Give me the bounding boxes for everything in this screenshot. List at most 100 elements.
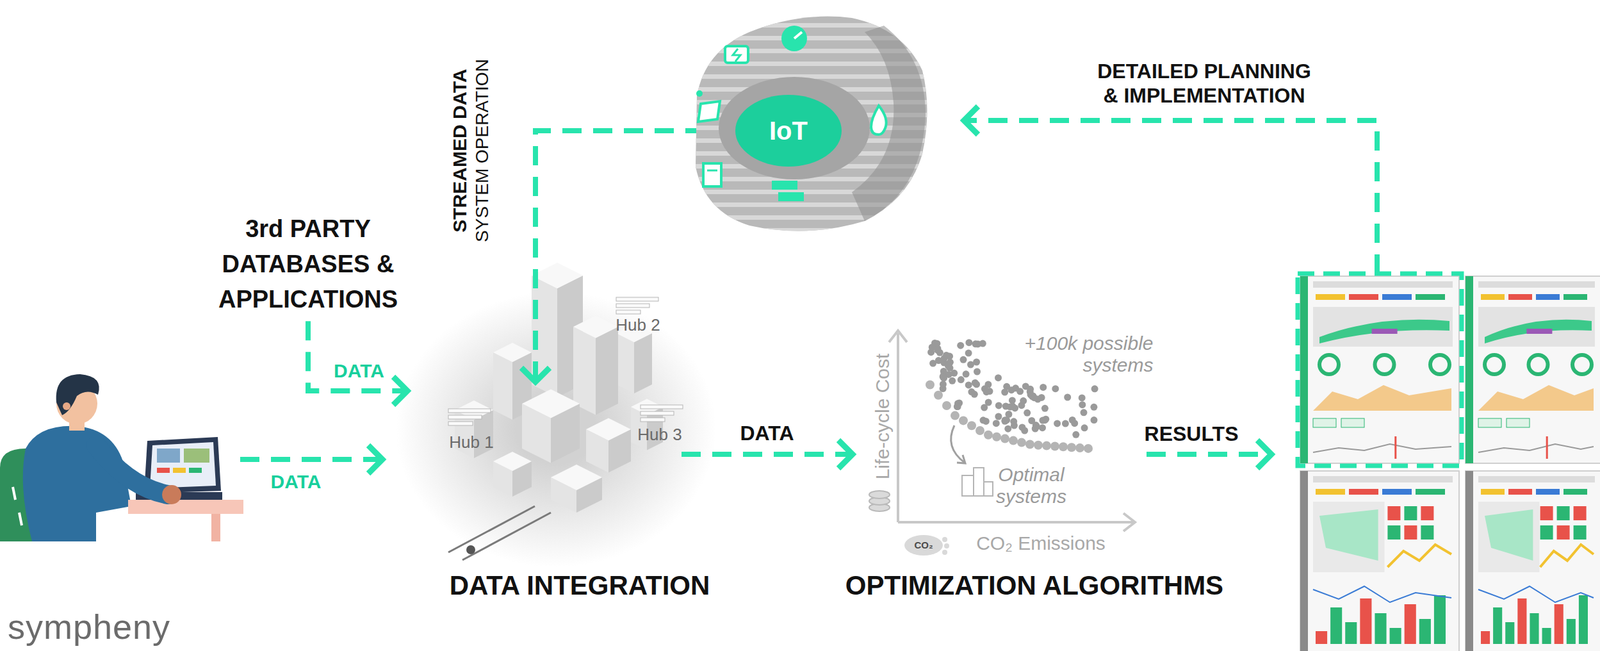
hub-panel (640, 404, 683, 409)
dashboard-panel (1465, 276, 1600, 464)
pareto-chart (889, 330, 907, 343)
optimal-dot (967, 420, 977, 430)
hub-panel (640, 417, 665, 422)
solution-dot (965, 349, 973, 357)
pareto-chart (904, 534, 943, 556)
solution-dot (927, 348, 935, 356)
dashboard-bar-chart (1315, 630, 1328, 644)
dashboard-header (1478, 281, 1595, 288)
dashboard-line-chart (1546, 436, 1549, 459)
solution-dot (1001, 388, 1009, 396)
hub-panel (616, 310, 641, 314)
iot-building (695, 16, 928, 232)
solution-dot (948, 377, 956, 385)
solution-dot (1069, 416, 1077, 424)
flow-note: SYSTEM OPERATION (472, 58, 493, 243)
user-data-arrow (240, 456, 380, 462)
dashboard-bar (1563, 488, 1588, 495)
optimal-dot (1042, 441, 1052, 451)
dashboard-block (1387, 506, 1401, 521)
solution-dot (1063, 393, 1071, 401)
dashboard-line-chart (1394, 436, 1397, 459)
solution-dot (1072, 431, 1080, 439)
solution-dot (1004, 425, 1012, 433)
pareto-chart (956, 454, 966, 464)
pareto-chart (944, 543, 950, 549)
hub-panel (616, 297, 659, 302)
solution-dot (983, 388, 991, 396)
dashboard-header (1478, 475, 1595, 483)
city-building (573, 326, 596, 416)
axis-label: CO₂ Emissions (976, 532, 1106, 555)
optimal-dot (1058, 441, 1068, 451)
flow-line (535, 130, 736, 382)
city-building (522, 389, 580, 419)
planning-arrow (963, 106, 979, 135)
dashboard-bar (1563, 293, 1588, 300)
optimal-dot (1083, 443, 1093, 453)
iot-icons (698, 101, 720, 122)
solution-dot (972, 340, 980, 348)
solution-dot (1034, 395, 1042, 403)
iot-icons (725, 46, 749, 63)
user-illustration (156, 467, 170, 473)
dashboard-map (1526, 328, 1552, 334)
dashboard-bar (1415, 293, 1445, 300)
iot-building (691, 16, 936, 233)
dashboard-donut (1375, 354, 1395, 375)
city-building (493, 342, 532, 362)
dashboard-bar (1348, 488, 1379, 495)
dashboard-bar (1535, 488, 1560, 495)
solution-dot (1053, 419, 1061, 427)
solution-dot (944, 361, 952, 369)
dashboard-area-chart (1313, 384, 1452, 411)
dashboard-area-chart (1478, 384, 1594, 411)
dashboard-sidebar (1300, 470, 1308, 651)
solution-dot (1012, 384, 1020, 392)
user-illustration (211, 513, 221, 542)
iot-icons (778, 192, 804, 202)
optimal-dot (992, 432, 1002, 442)
dashboard-bar (1382, 488, 1412, 495)
city-building (616, 333, 635, 394)
solution-dot (973, 368, 981, 376)
dashboard-bar-chart (1542, 627, 1552, 644)
dashboard-bar-chart (1404, 604, 1417, 644)
iot-oval: IoT (735, 94, 842, 167)
user-data-arrow (240, 445, 383, 474)
pareto-chart (973, 467, 984, 496)
logo-wordmark: sympheny (7, 606, 171, 647)
pareto-chart (942, 549, 948, 555)
user-illustration (0, 374, 244, 542)
pareto-chart (951, 425, 965, 463)
solution-dot (939, 380, 947, 388)
pareto-chart (896, 333, 900, 523)
iot-oval-shape (735, 94, 842, 167)
solution-dot (1001, 416, 1009, 424)
dashboard-donut (1484, 354, 1504, 375)
dashboard-map (1478, 306, 1595, 347)
arrow-head (521, 367, 550, 382)
flow-line (308, 320, 408, 391)
solution-dot (972, 380, 980, 388)
iot-icons (696, 25, 887, 202)
pareto-chart (897, 520, 1134, 524)
optimal-dot (1067, 442, 1077, 452)
solution-dot (994, 413, 1002, 421)
pareto-chart (962, 475, 974, 496)
hub-label: Hub 2 (615, 315, 660, 335)
dashboard-line-chart (1540, 544, 1594, 567)
dashboard-block (1557, 525, 1570, 540)
solution-dot (954, 402, 962, 410)
iot-icons (794, 32, 802, 39)
solution-dot (1031, 425, 1039, 433)
axis-label: Life-cycle Cost (871, 353, 894, 480)
dashboard-block (1573, 525, 1587, 540)
iot-icons (703, 163, 722, 187)
pareto-chart (983, 481, 993, 496)
flow-line (681, 451, 853, 457)
solution-dot (939, 373, 947, 381)
hub-label: Hub 1 (448, 432, 494, 453)
dashboard-bar-chart (1374, 612, 1387, 644)
flow-label: DETAILED PLANNING & IMPLEMENTATION (1090, 58, 1319, 109)
